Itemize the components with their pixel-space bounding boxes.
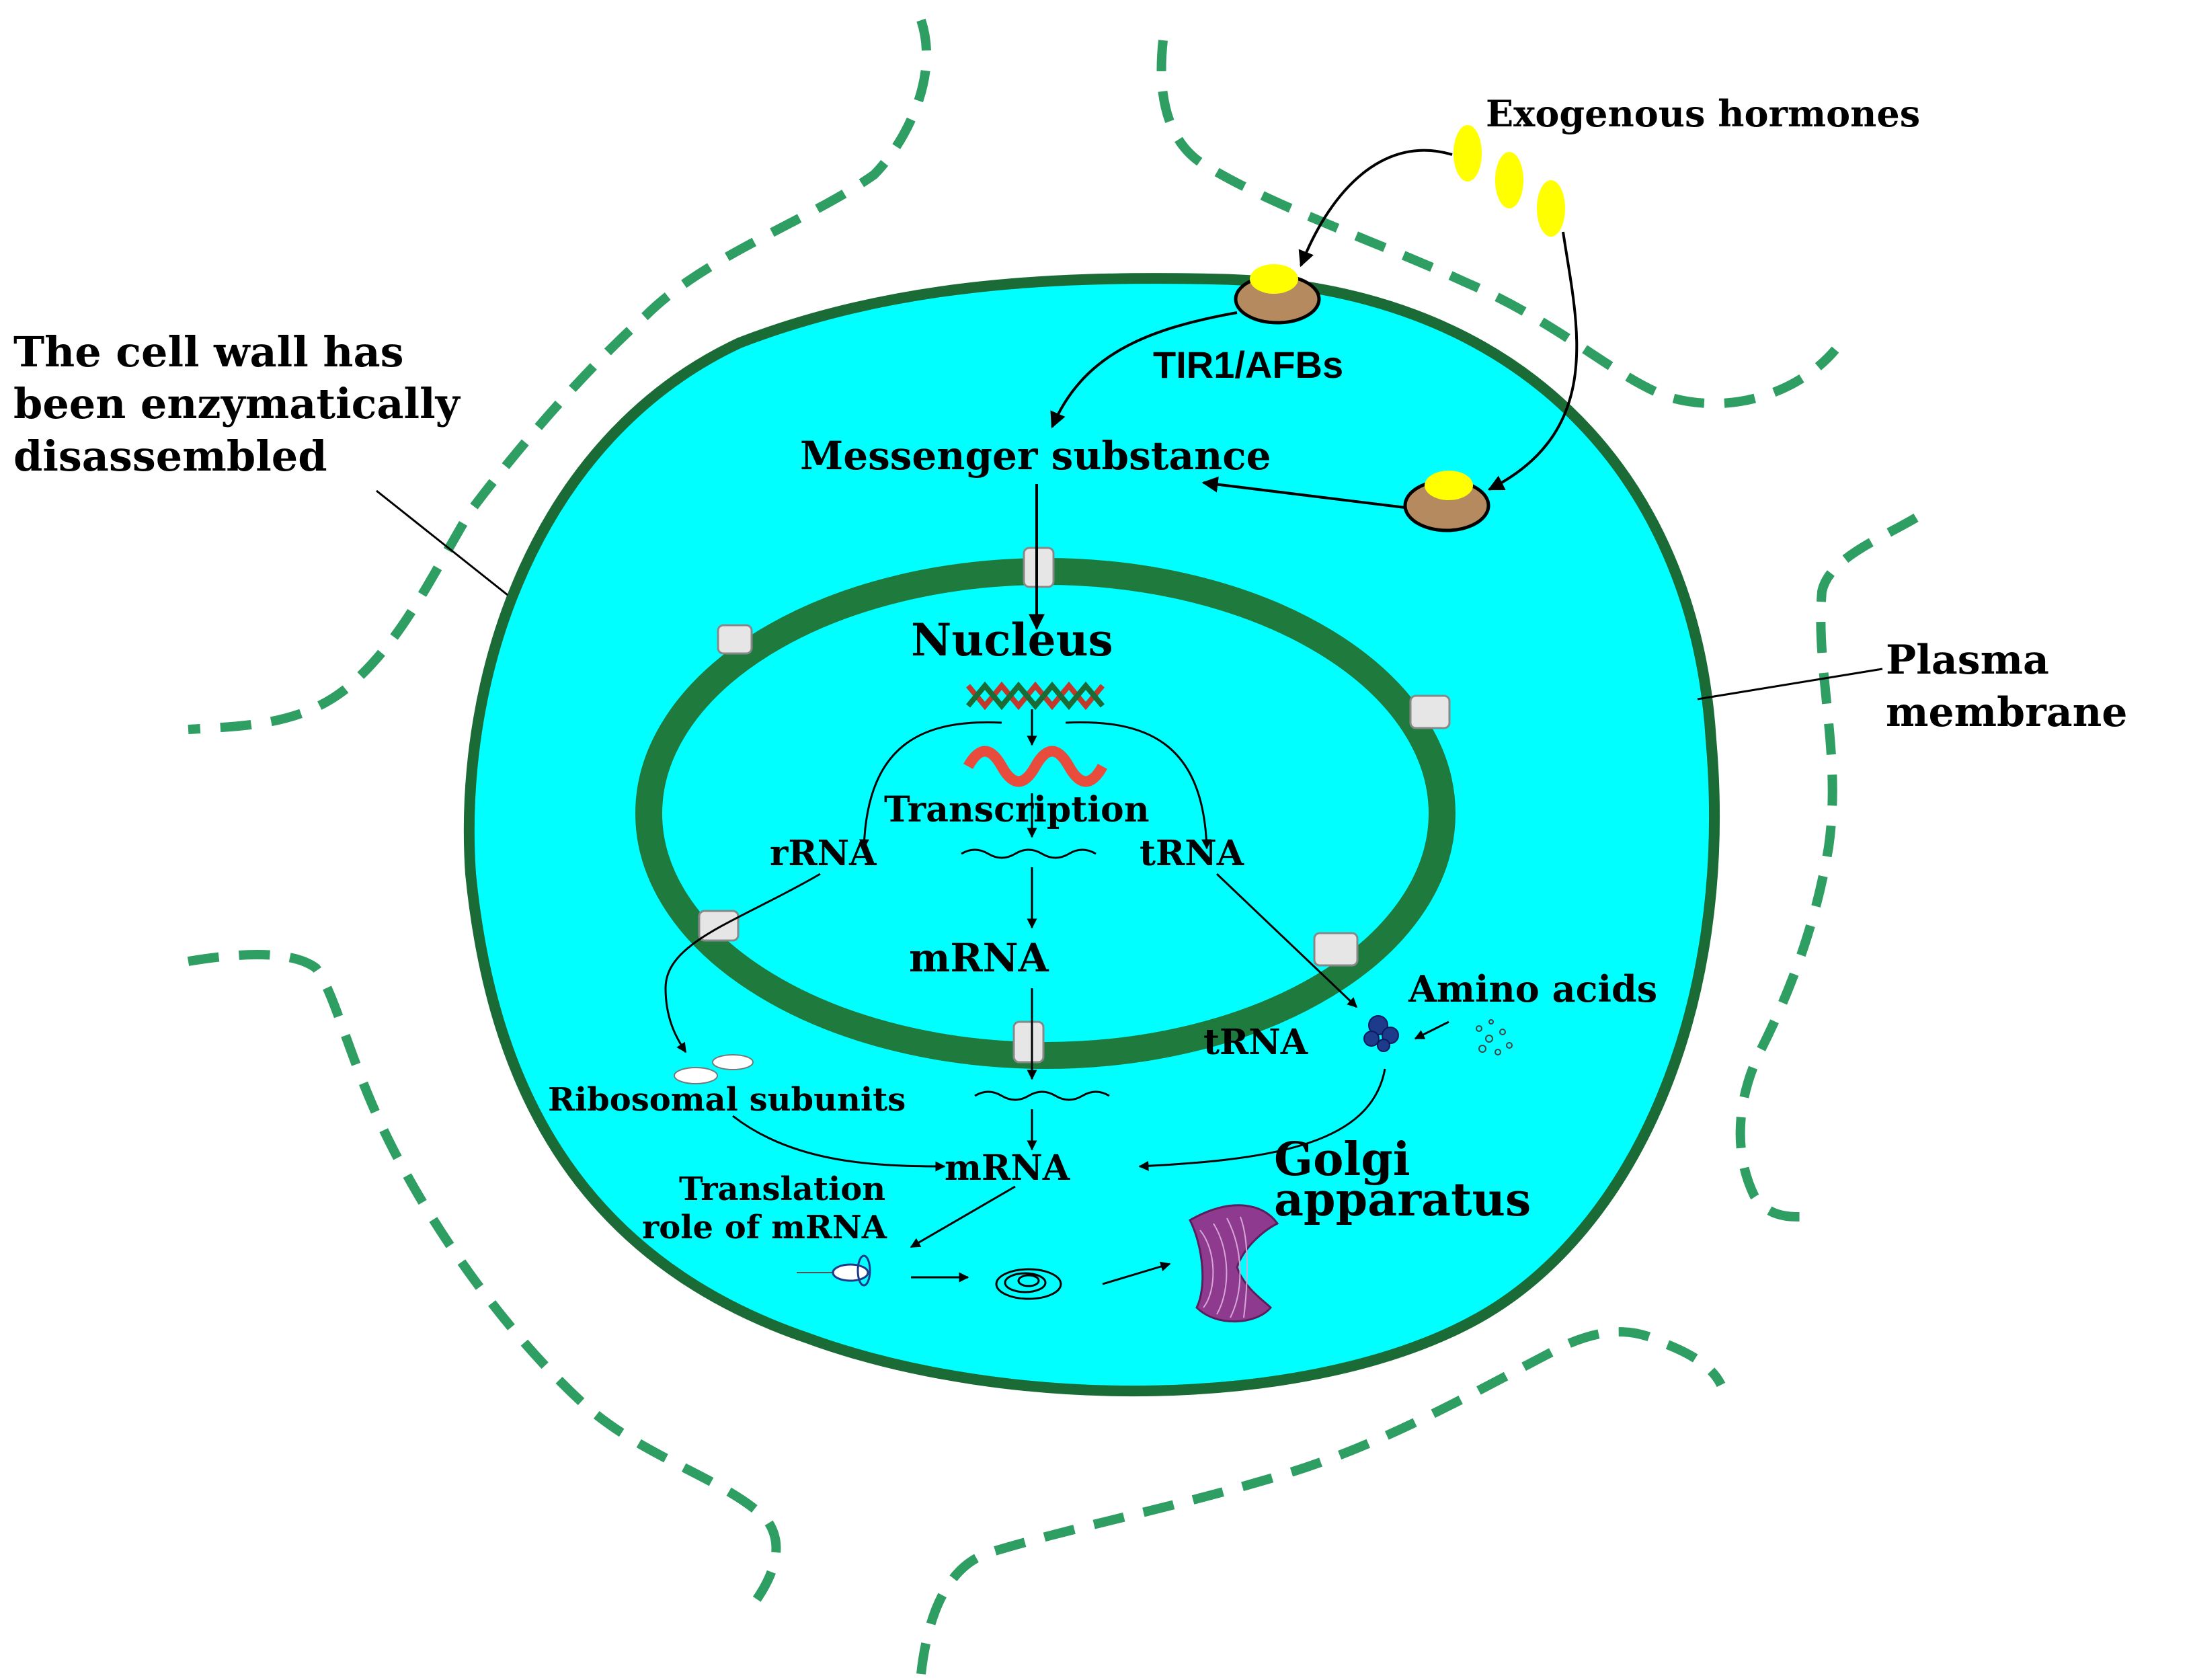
translation-label-line-1: Translation	[679, 1170, 885, 1208]
golgi-cisternae-lines	[1199, 1216, 1248, 1318]
receptor-to-messenger-arrow	[1050, 311, 1238, 429]
hormone-particle	[1537, 180, 1565, 237]
hormone-particle	[1453, 125, 1482, 182]
mrna-squiggle	[974, 1090, 1110, 1101]
cell-wall-top-left	[188, 18, 932, 734]
ribosomal-subunits-label: Ribosomal subunits	[548, 1081, 906, 1119]
mrna-nucleus-label: mRNA	[909, 935, 1049, 981]
golgi-label-line-2: apparatus	[1274, 1173, 1531, 1227]
nucleus-label: Nucleus	[911, 614, 1113, 666]
nuclear-pore	[717, 624, 753, 655]
cell-wall-pointer-line	[376, 489, 508, 596]
polypeptide-to-golgi-arrow	[1102, 1261, 1171, 1285]
mrna-cytoplasm-label: mRNA	[945, 1148, 1070, 1189]
nuclear-pore	[1012, 1021, 1045, 1064]
plasma-membrane-label-line-1: Plasma	[1886, 637, 2049, 684]
translation-label-line-2: role of mRNA	[642, 1209, 887, 1246]
rrna-label: rRNA	[770, 833, 877, 874]
translating-ribosome-icon	[797, 1254, 871, 1287]
cell-wall-bottom-right	[916, 1327, 1726, 1675]
signal-arrows	[1029, 149, 1579, 631]
nuclear-pore	[1023, 547, 1055, 588]
hormone-to-receptor-right-arrow	[1487, 231, 1579, 491]
polypeptide-icon	[995, 1268, 1062, 1300]
ribosomal-subunits-icon	[674, 1054, 754, 1084]
hormone-to-receptor-top-arrow	[1298, 149, 1453, 268]
transcription-label: Transcription	[884, 789, 1150, 830]
receptor-right-to-messenger-arrow	[1201, 476, 1406, 509]
rna-squiggle	[961, 848, 1097, 859]
cell-wall-fragments	[187, 18, 1919, 1675]
nuclear-pore	[1409, 694, 1451, 729]
receptor-label: TIR1/AFBs	[1153, 344, 1343, 386]
cell-wall-label-line-2: been enzymatically	[13, 379, 461, 428]
trna-to-cytoplasm-arrow	[1216, 873, 1358, 1008]
hormone-particle	[1495, 152, 1523, 208]
cell-wall-bottom-left	[187, 950, 781, 1617]
messenger-substance-label: Messenger substance	[800, 433, 1271, 479]
cell-wall-label-line-1: The cell wall has	[13, 327, 404, 376]
mrna-to-ribosome-translation-arrow	[910, 1185, 1016, 1248]
trna-structure-icon	[1363, 1015, 1399, 1052]
rrna-to-ribosome-arrow	[664, 873, 821, 1053]
trna-nucleus-label: tRNA	[1140, 833, 1244, 874]
cell-wall-top-right	[1156, 40, 1839, 409]
golgi-apparatus-icon	[1189, 1204, 1279, 1323]
dna-to-trna-arrow	[1065, 721, 1212, 850]
trna-to-mrna-arrow	[1138, 1068, 1386, 1171]
receptor-top	[1234, 264, 1321, 325]
trna-cytoplasm-label: tRNA	[1203, 1022, 1308, 1063]
amino-acids-icon	[1476, 1019, 1513, 1055]
exogenous-hormones-label: Exogenous hormones	[1486, 92, 1920, 135]
dna-helix-icon	[965, 681, 1105, 711]
plasma-membrane-label-line-2: membrane	[1886, 689, 2127, 736]
cell-wall-label-line-3: disassembled	[13, 432, 327, 481]
ribosome-to-mrna-arrow	[732, 1115, 946, 1172]
cytoplasm-arrows	[664, 873, 1449, 1285]
transcription-arrows	[859, 709, 1212, 929]
amino-acid-to-trna-arrow	[1414, 1021, 1449, 1040]
plasma-membrane-cell	[463, 273, 1720, 1397]
golgi-label-line-1: Golgi	[1274, 1133, 1410, 1187]
cell-wall-right	[1735, 513, 1919, 1222]
receptor-right	[1403, 471, 1490, 532]
plasma-membrane-pointer-line	[1697, 668, 1883, 701]
amino-acids-label: Amino acids	[1408, 967, 1657, 1010]
nuclear-pore	[1313, 932, 1359, 967]
rna-strand-icon	[963, 746, 1107, 787]
dna-to-rrna-arrow	[859, 721, 1002, 850]
exogenous-hormone-particles	[1453, 125, 1565, 237]
